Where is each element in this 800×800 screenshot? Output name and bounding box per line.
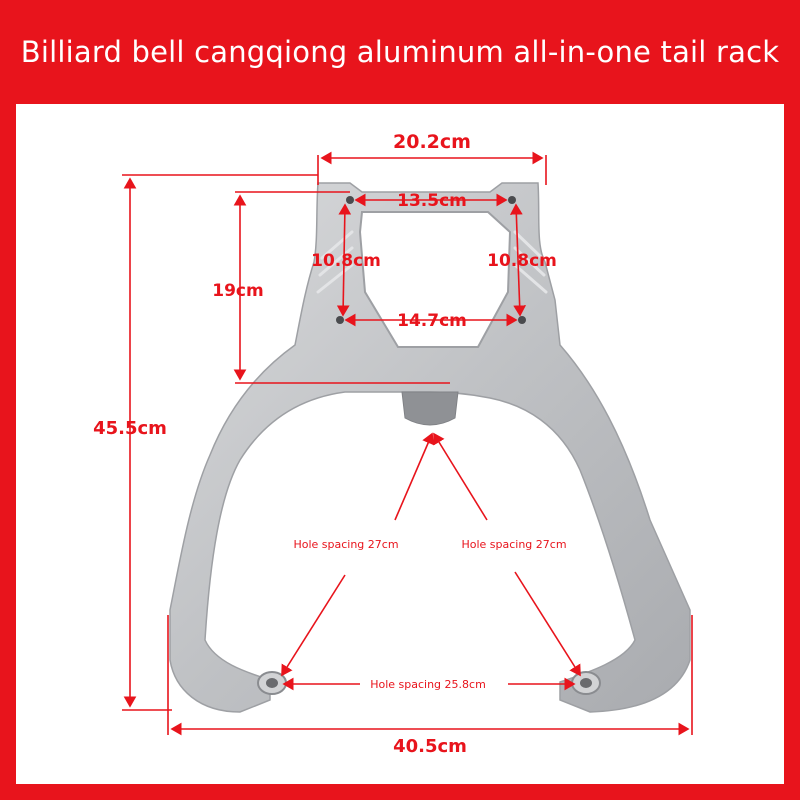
page-title: Billiard bell cangqiong aluminum all-in-… (20, 35, 780, 69)
center-cutout (358, 211, 512, 348)
total-width-label: 40.5cm (393, 736, 467, 757)
top-width-label: 20.2cm (393, 131, 471, 153)
left-hole-spacing-note: Hole spacing 27cm (293, 538, 398, 551)
lower-hole-spacing-label: 14.7cm (397, 311, 467, 331)
right-hole-spacing-note: Hole spacing 27cm (461, 538, 566, 551)
dimension-labels: 20.2cm 13.5cm 10.8cm 10.8cm 14.7cm 19cm … (93, 131, 566, 757)
mount-holes (336, 196, 526, 324)
upper-hole-spacing-label: 13.5cm (397, 191, 467, 211)
bottom-hole-spacing-note: Hole spacing 25.8cm (370, 678, 486, 691)
center-tab (401, 391, 459, 426)
right-hole-height-label: 10.8cm (487, 251, 557, 271)
bottom-bolt-holes (257, 671, 601, 695)
dimension-lines (122, 151, 693, 736)
plate-height-label: 19cm (212, 281, 263, 301)
tail-rack (169, 182, 691, 713)
left-hole-height-label: 10.8cm (311, 251, 381, 271)
total-height-label: 45.5cm (93, 418, 167, 439)
